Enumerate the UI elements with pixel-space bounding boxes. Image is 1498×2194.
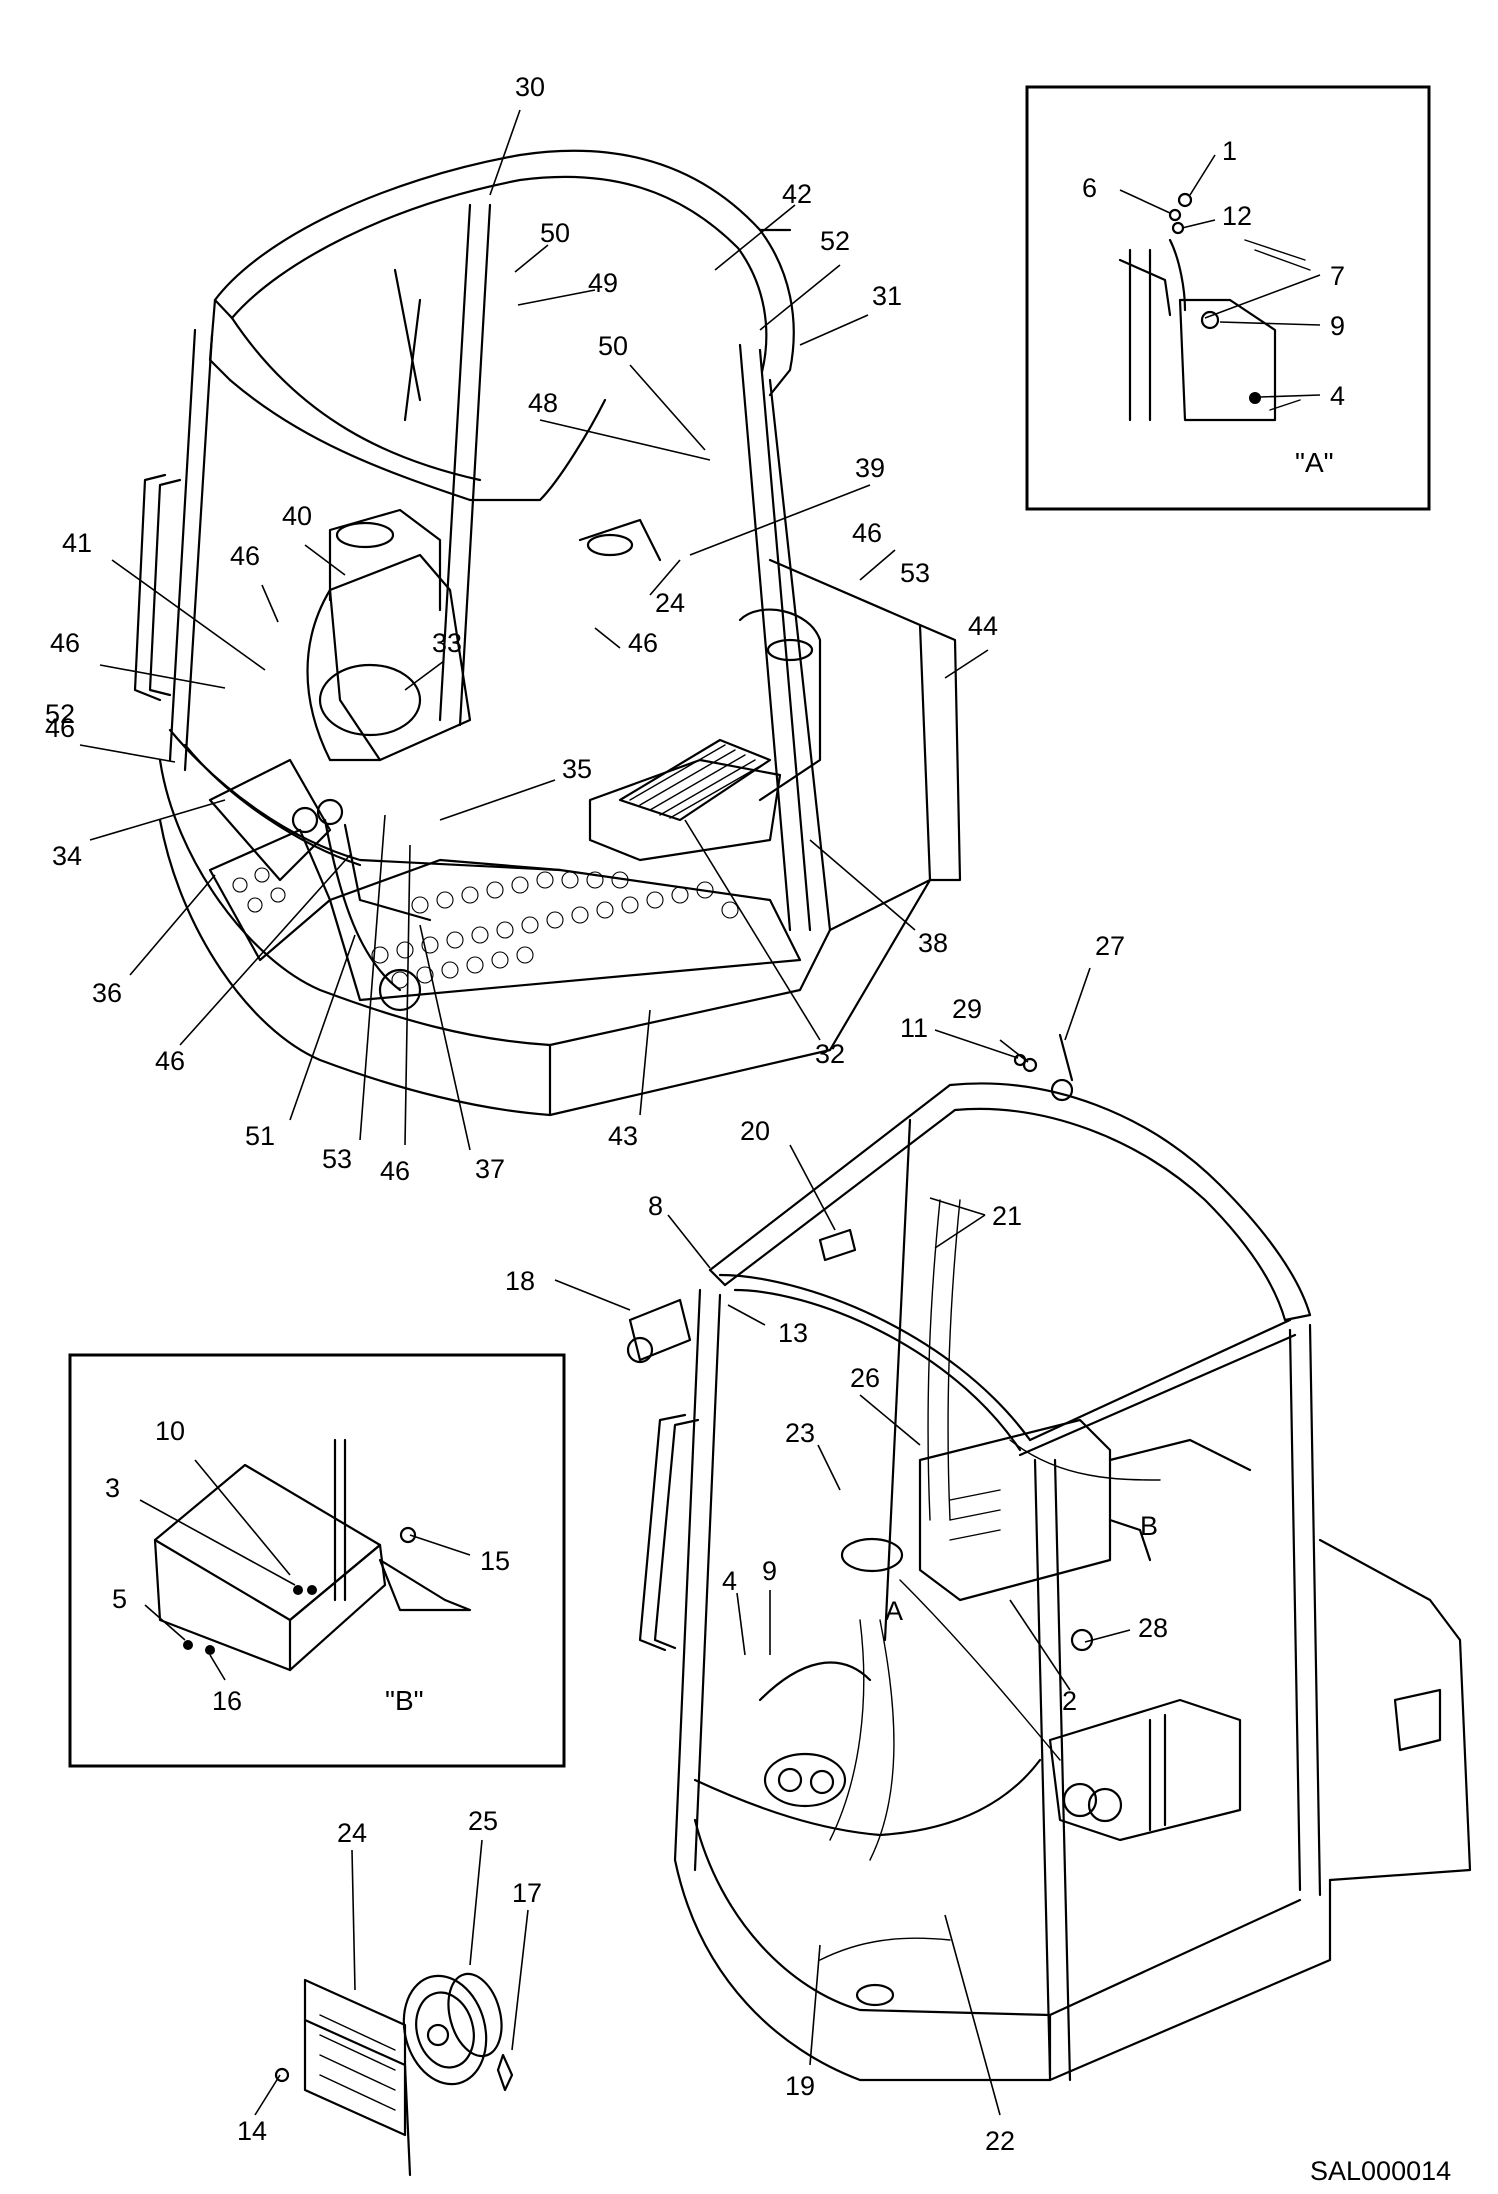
callout: 24: [337, 1818, 367, 1848]
callout: 8: [648, 1191, 663, 1221]
callout: 46: [852, 518, 882, 548]
callout: 20: [740, 1116, 770, 1146]
drawing-code: SAL000014: [1310, 2156, 1451, 2186]
callout: 31: [872, 281, 902, 311]
callout: 48: [528, 388, 558, 418]
callout: 4: [1330, 381, 1345, 411]
detail-b-callouts: 10 3 15 5 16 "B": [105, 1416, 510, 1716]
upper-cab-callouts: 30 42 52 50 49 31 50 48 39 40 41 46 46 2…: [45, 72, 998, 1186]
callout: A: [885, 1596, 903, 1626]
floor-mesh: [371, 871, 739, 989]
callout: 42: [782, 179, 812, 209]
callout: 1: [1222, 136, 1237, 166]
callout: 19: [785, 2071, 815, 2101]
speaker-group: [274, 1972, 514, 2177]
callout: 50: [598, 331, 628, 361]
callout: 13: [778, 1318, 808, 1348]
callout: 28: [1138, 1613, 1168, 1643]
callout: 36: [92, 978, 122, 1008]
callout: 46: [50, 628, 80, 658]
callout: 33: [432, 628, 462, 658]
callout: 53: [900, 558, 930, 588]
callout: 41: [62, 528, 92, 558]
callout: 34: [52, 841, 82, 871]
callout: 52: [45, 699, 75, 729]
callout: 39: [855, 453, 885, 483]
callout: 3: [105, 1473, 120, 1503]
callout: 43: [608, 1121, 638, 1151]
callout: 35: [562, 754, 592, 784]
callout: 32: [815, 1039, 845, 1069]
callout: 53: [322, 1144, 352, 1174]
callout: 16: [212, 1686, 242, 1716]
detail-a-callouts: 1 6 12 7 9 4 "A": [1082, 136, 1345, 478]
callout: 4: [722, 1566, 737, 1596]
detail-a-frame: [1025, 85, 1431, 511]
callout: 15: [480, 1546, 510, 1576]
callout: 17: [512, 1878, 542, 1908]
callout: 49: [588, 268, 618, 298]
speaker-callouts: 24 25 17 14: [237, 1806, 542, 2146]
callout: 9: [762, 1556, 777, 1586]
callout: 30: [515, 72, 545, 102]
callout: 29: [952, 994, 982, 1024]
callout: 12: [1222, 201, 1252, 231]
leader-lines: [79, 109, 1321, 2116]
callout: B: [1140, 1511, 1158, 1541]
callout: 14: [237, 2116, 267, 2146]
callout: 46: [230, 541, 260, 571]
callout: 11: [900, 1013, 928, 1043]
callout: 21: [992, 1201, 1022, 1231]
callout: 22: [985, 2126, 1015, 2156]
callout: 25: [468, 1806, 498, 1836]
callout: 51: [245, 1121, 275, 1151]
callout: 44: [968, 611, 998, 641]
callout: 6: [1082, 173, 1097, 203]
callout: 50: [540, 218, 570, 248]
lower-cab-callouts: 27 29 11 20 21 8 18 13 26 23 B 4 9 A 28 …: [505, 931, 1168, 2156]
callout: 46: [155, 1046, 185, 1076]
callout: 5: [112, 1584, 127, 1614]
callout: 23: [785, 1418, 815, 1448]
callout: 24: [655, 588, 685, 618]
callout: 46: [628, 628, 658, 658]
callout: 37: [475, 1154, 505, 1184]
callout: 46: [45, 713, 75, 743]
callout: 7: [1330, 261, 1345, 291]
callout: 18: [505, 1266, 535, 1296]
grille-32: [629, 744, 763, 819]
callout: 9: [1330, 311, 1345, 341]
callout: 27: [1095, 931, 1125, 961]
callout: 10: [155, 1416, 185, 1446]
detail-a: [1025, 85, 1431, 511]
upper-cab-drawing: [133, 149, 962, 1117]
detail-b-caption: "B": [385, 1685, 424, 1716]
detail-b: [68, 1353, 566, 1768]
callout: 46: [380, 1156, 410, 1186]
callout: 52: [820, 226, 850, 256]
callout: 26: [850, 1363, 880, 1393]
detail-a-caption: "A": [1295, 447, 1334, 478]
callout: 40: [282, 501, 312, 531]
callout: 2: [1062, 1686, 1077, 1716]
callout: 38: [918, 928, 948, 958]
lower-cab-drawing: [626, 1033, 1472, 2082]
detail-b-frame: [68, 1353, 566, 1768]
